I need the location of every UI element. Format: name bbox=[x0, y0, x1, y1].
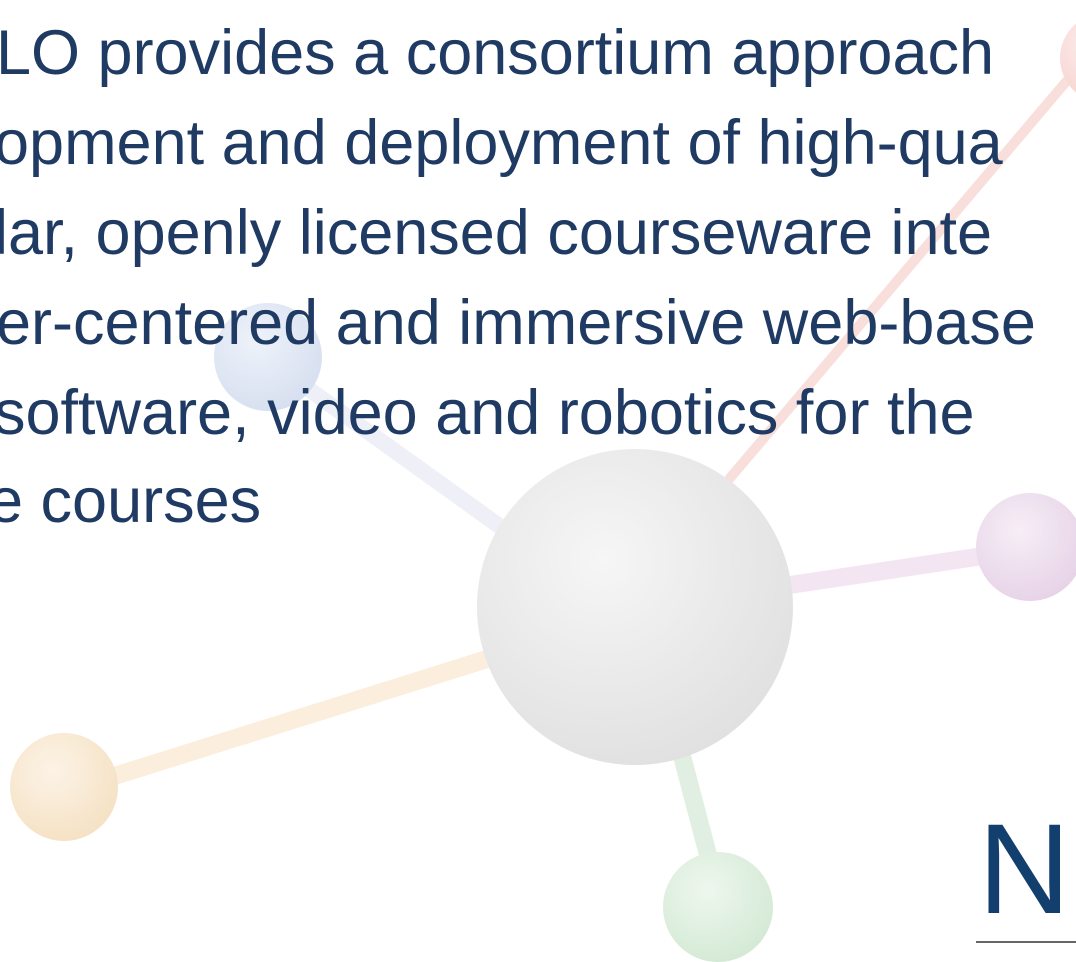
atom-blue bbox=[214, 303, 322, 411]
text-line-1: LO provides a consortium approach bbox=[0, 18, 995, 88]
atom-pink bbox=[1060, 23, 1076, 93]
text-line-3: lar, openly licensed courseware inte bbox=[0, 198, 993, 268]
bond-orange bbox=[83, 646, 509, 792]
bond-blue bbox=[274, 362, 538, 556]
logo-partial: N bbox=[978, 798, 1071, 941]
atom-purple bbox=[976, 493, 1076, 601]
atom-green bbox=[663, 852, 773, 962]
text-line-6: e courses bbox=[0, 466, 262, 536]
atom-center bbox=[477, 449, 793, 765]
atom-orange bbox=[10, 733, 118, 841]
bond-purple bbox=[781, 543, 1019, 594]
text-line-2: opment and deployment of high-qua bbox=[0, 108, 1003, 178]
text-line-4: er-centered and immersive web-base bbox=[0, 288, 1036, 358]
text-line-5: software, video and robotics for the bbox=[0, 378, 975, 448]
bond-pink bbox=[725, 65, 1076, 483]
logo-underline bbox=[976, 941, 1076, 943]
body-text: LO provides a consortium approach opment… bbox=[0, 18, 1036, 536]
